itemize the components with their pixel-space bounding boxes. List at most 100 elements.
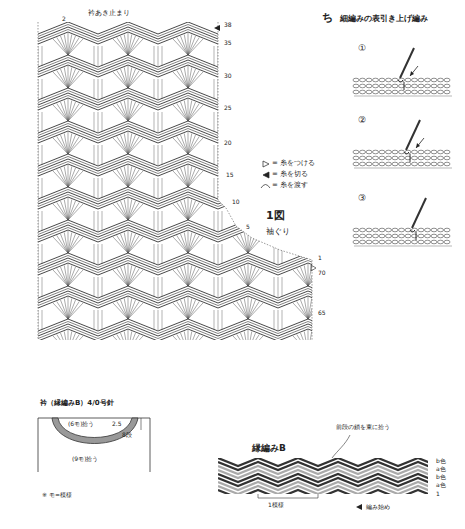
row-number: 20: [224, 140, 232, 146]
stitch-row: [38, 263, 368, 275]
post-stitch: [218, 310, 219, 330]
row-number: 38: [224, 22, 232, 28]
fan-stitch: [361, 168, 369, 187]
row-number: 15: [226, 172, 234, 178]
fan-stitch: [293, 237, 308, 253]
fan-stitch: [64, 200, 68, 221]
fan-stitch: [368, 266, 372, 287]
post-stitch: [98, 277, 99, 297]
fan-stitch: [368, 168, 376, 187]
post-stitch: [278, 310, 279, 330]
fan-stitch: [308, 132, 309, 154]
fan-stitch: [357, 269, 368, 287]
fan-stitch: [244, 233, 248, 254]
post-stitch: [214, 211, 215, 231]
fan-stitch: [361, 267, 369, 286]
post-stitch: [274, 310, 275, 330]
stitch-row: [38, 98, 368, 110]
post-stitch: [98, 343, 99, 363]
fan-stitch: [64, 68, 68, 89]
post-stitch: [102, 244, 103, 264]
fan-stitch: [61, 201, 69, 220]
fan-stitch: [244, 299, 248, 320]
fan-stitch: [128, 105, 143, 121]
post-stitch: [274, 343, 275, 363]
fan-stitch: [308, 330, 309, 352]
post-stitch: [34, 277, 35, 297]
fan-stitch: [121, 69, 129, 88]
fan-stitch: [244, 332, 248, 353]
fan-stitch: [308, 33, 309, 55]
fan-stitch: [308, 336, 323, 352]
fan-stitch: [68, 332, 72, 353]
post-stitch: [274, 112, 275, 132]
label-text: (6モ)拾う: [68, 421, 95, 427]
post-stitch: [94, 244, 95, 264]
fan-stitch: [248, 33, 249, 55]
fan-stitch: [361, 201, 369, 220]
fan-stitch: [181, 135, 189, 154]
fan-stitch: [188, 203, 199, 221]
post-stitch: [214, 79, 215, 99]
post-stitch: [278, 79, 279, 99]
fan-stitch: [124, 167, 128, 188]
fan-stitch: [368, 171, 383, 187]
post-stitch: [94, 343, 95, 363]
fan-stitch: [124, 299, 128, 320]
fan-stitch: [248, 335, 259, 353]
post-stitch: [342, 310, 343, 330]
post-stitch: [102, 277, 103, 297]
post-stitch: [278, 112, 279, 132]
fan-stitch: [64, 266, 68, 287]
fan-stitch: [248, 302, 259, 320]
fan-stitch: [353, 270, 368, 286]
fan-stitch: [128, 333, 136, 352]
fan-stitch: [124, 233, 128, 254]
fan-stitch: [188, 71, 199, 89]
fan-stitch: [233, 171, 248, 187]
fan-stitch: [64, 35, 68, 56]
fan-stitch: [368, 299, 372, 320]
fan-stitch: [184, 332, 188, 353]
post-stitch: [162, 178, 163, 198]
fan-stitch: [188, 336, 203, 352]
post-stitch: [162, 343, 163, 363]
fan-stitch: [248, 200, 252, 221]
post-stitch: [162, 112, 163, 132]
post-stitch: [162, 79, 163, 99]
label-text: b色: [436, 474, 446, 480]
post-stitch: [158, 112, 159, 132]
post-stitch: [42, 211, 43, 231]
post-stitch: [282, 244, 283, 264]
fan-stitch: [68, 170, 79, 188]
post-stitch: [154, 145, 155, 165]
fan-stitch: [244, 167, 248, 188]
post-stitch: [218, 277, 219, 297]
fan-stitch: [368, 38, 379, 56]
post-stitch: [102, 178, 103, 198]
post-stitch: [162, 277, 163, 297]
post-stitch: [334, 79, 335, 99]
fan-stitch: [368, 269, 379, 287]
post-stitch: [222, 277, 223, 297]
fan-stitch: [188, 330, 189, 352]
post-stitch: [34, 178, 35, 198]
fan-stitch: [64, 332, 68, 353]
fan-stitch: [368, 99, 369, 121]
fan-stitch: [293, 39, 308, 55]
post-stitch: [42, 277, 43, 297]
fan-stitch: [121, 102, 129, 121]
post-stitch: [342, 343, 343, 363]
post-stitch: [278, 343, 279, 363]
fan-stitch: [68, 269, 79, 287]
post-stitch: [98, 145, 99, 165]
fan-stitch: [181, 267, 189, 286]
stitch-pattern: [34, 22, 383, 363]
fan-stitch: [68, 105, 83, 121]
fan-stitch: [68, 38, 79, 56]
fan-stitch: [308, 233, 312, 254]
fan-stitch: [128, 237, 143, 253]
post-stitch: [282, 79, 283, 99]
fan-stitch: [308, 302, 319, 320]
fan-stitch: [184, 35, 188, 56]
